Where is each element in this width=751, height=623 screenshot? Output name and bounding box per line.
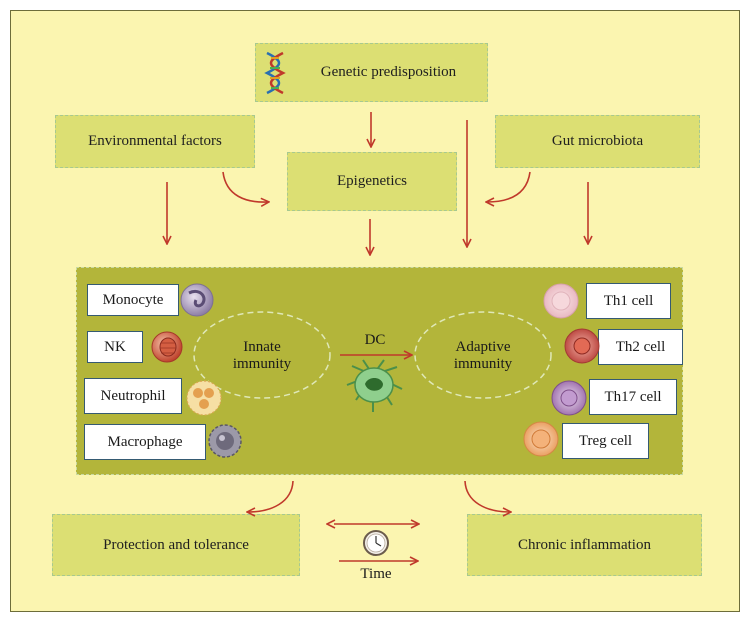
dna-icon xyxy=(264,51,286,95)
th2-cell-icon xyxy=(564,328,600,364)
epigenetics-box: Epigenetics xyxy=(287,152,457,211)
th1-cell-icon xyxy=(543,283,579,319)
arrow-microbiota-to-epigenetics xyxy=(487,171,531,202)
th2-cell-label: Th2 cell xyxy=(598,329,683,365)
genetic-predisposition-box: Genetic predisposition xyxy=(255,43,488,102)
genetic-predisposition-label: Genetic predisposition xyxy=(320,64,457,80)
arrow-to-protection xyxy=(248,480,294,512)
adaptive-immunity-ellipse xyxy=(414,311,552,399)
chronic-inflammation-label: Chronic inflammation xyxy=(518,536,651,553)
innate-immunity-ellipse xyxy=(193,311,331,399)
monocyte-cell-icon xyxy=(180,283,214,317)
gut-microbiota-label: Gut microbiota xyxy=(551,133,644,149)
dendritic-cell-icon xyxy=(346,359,403,412)
arrow-environment-to-epigenetics xyxy=(222,171,268,202)
th17-cell-icon xyxy=(551,380,587,416)
nk-label: NK xyxy=(87,331,143,363)
clock-icon xyxy=(363,530,389,556)
neutrophil-cell-icon xyxy=(186,380,222,416)
treg-cell-label: Treg cell xyxy=(562,423,649,459)
protection-tolerance-label: Protection and tolerance xyxy=(103,536,249,553)
innate-title-line1: Innate xyxy=(243,339,281,355)
adaptive-title-line1: Adaptive xyxy=(455,339,511,355)
innate-title-line2: immunity xyxy=(232,356,292,372)
macrophage-label: Macrophage xyxy=(84,424,206,460)
dc-label: DC xyxy=(364,332,386,348)
environmental-factors-box: Environmental factors xyxy=(55,115,255,168)
protection-tolerance-box: Protection and tolerance xyxy=(52,514,300,576)
macrophage-cell-icon xyxy=(208,424,242,458)
time-label: Time xyxy=(360,566,392,582)
monocyte-label: Monocyte xyxy=(87,284,179,316)
neutrophil-label: Neutrophil xyxy=(84,378,182,414)
treg-cell-icon xyxy=(523,421,559,457)
arrow-to-inflammation xyxy=(464,480,510,512)
adaptive-immunity-title: Adaptive immunity xyxy=(435,339,531,373)
environmental-factors-label: Environmental factors xyxy=(88,133,222,149)
th17-cell-label: Th17 cell xyxy=(589,379,677,415)
chronic-inflammation-box: Chronic inflammation xyxy=(467,514,702,576)
innate-immunity-title: Innate immunity xyxy=(214,339,310,373)
gut-microbiota-box: Gut microbiota xyxy=(495,115,700,168)
adaptive-title-line2: immunity xyxy=(453,356,513,372)
epigenetics-label: Epigenetics xyxy=(337,173,407,189)
nk-cell-icon xyxy=(151,331,183,363)
th1-cell-label: Th1 cell xyxy=(586,283,671,319)
